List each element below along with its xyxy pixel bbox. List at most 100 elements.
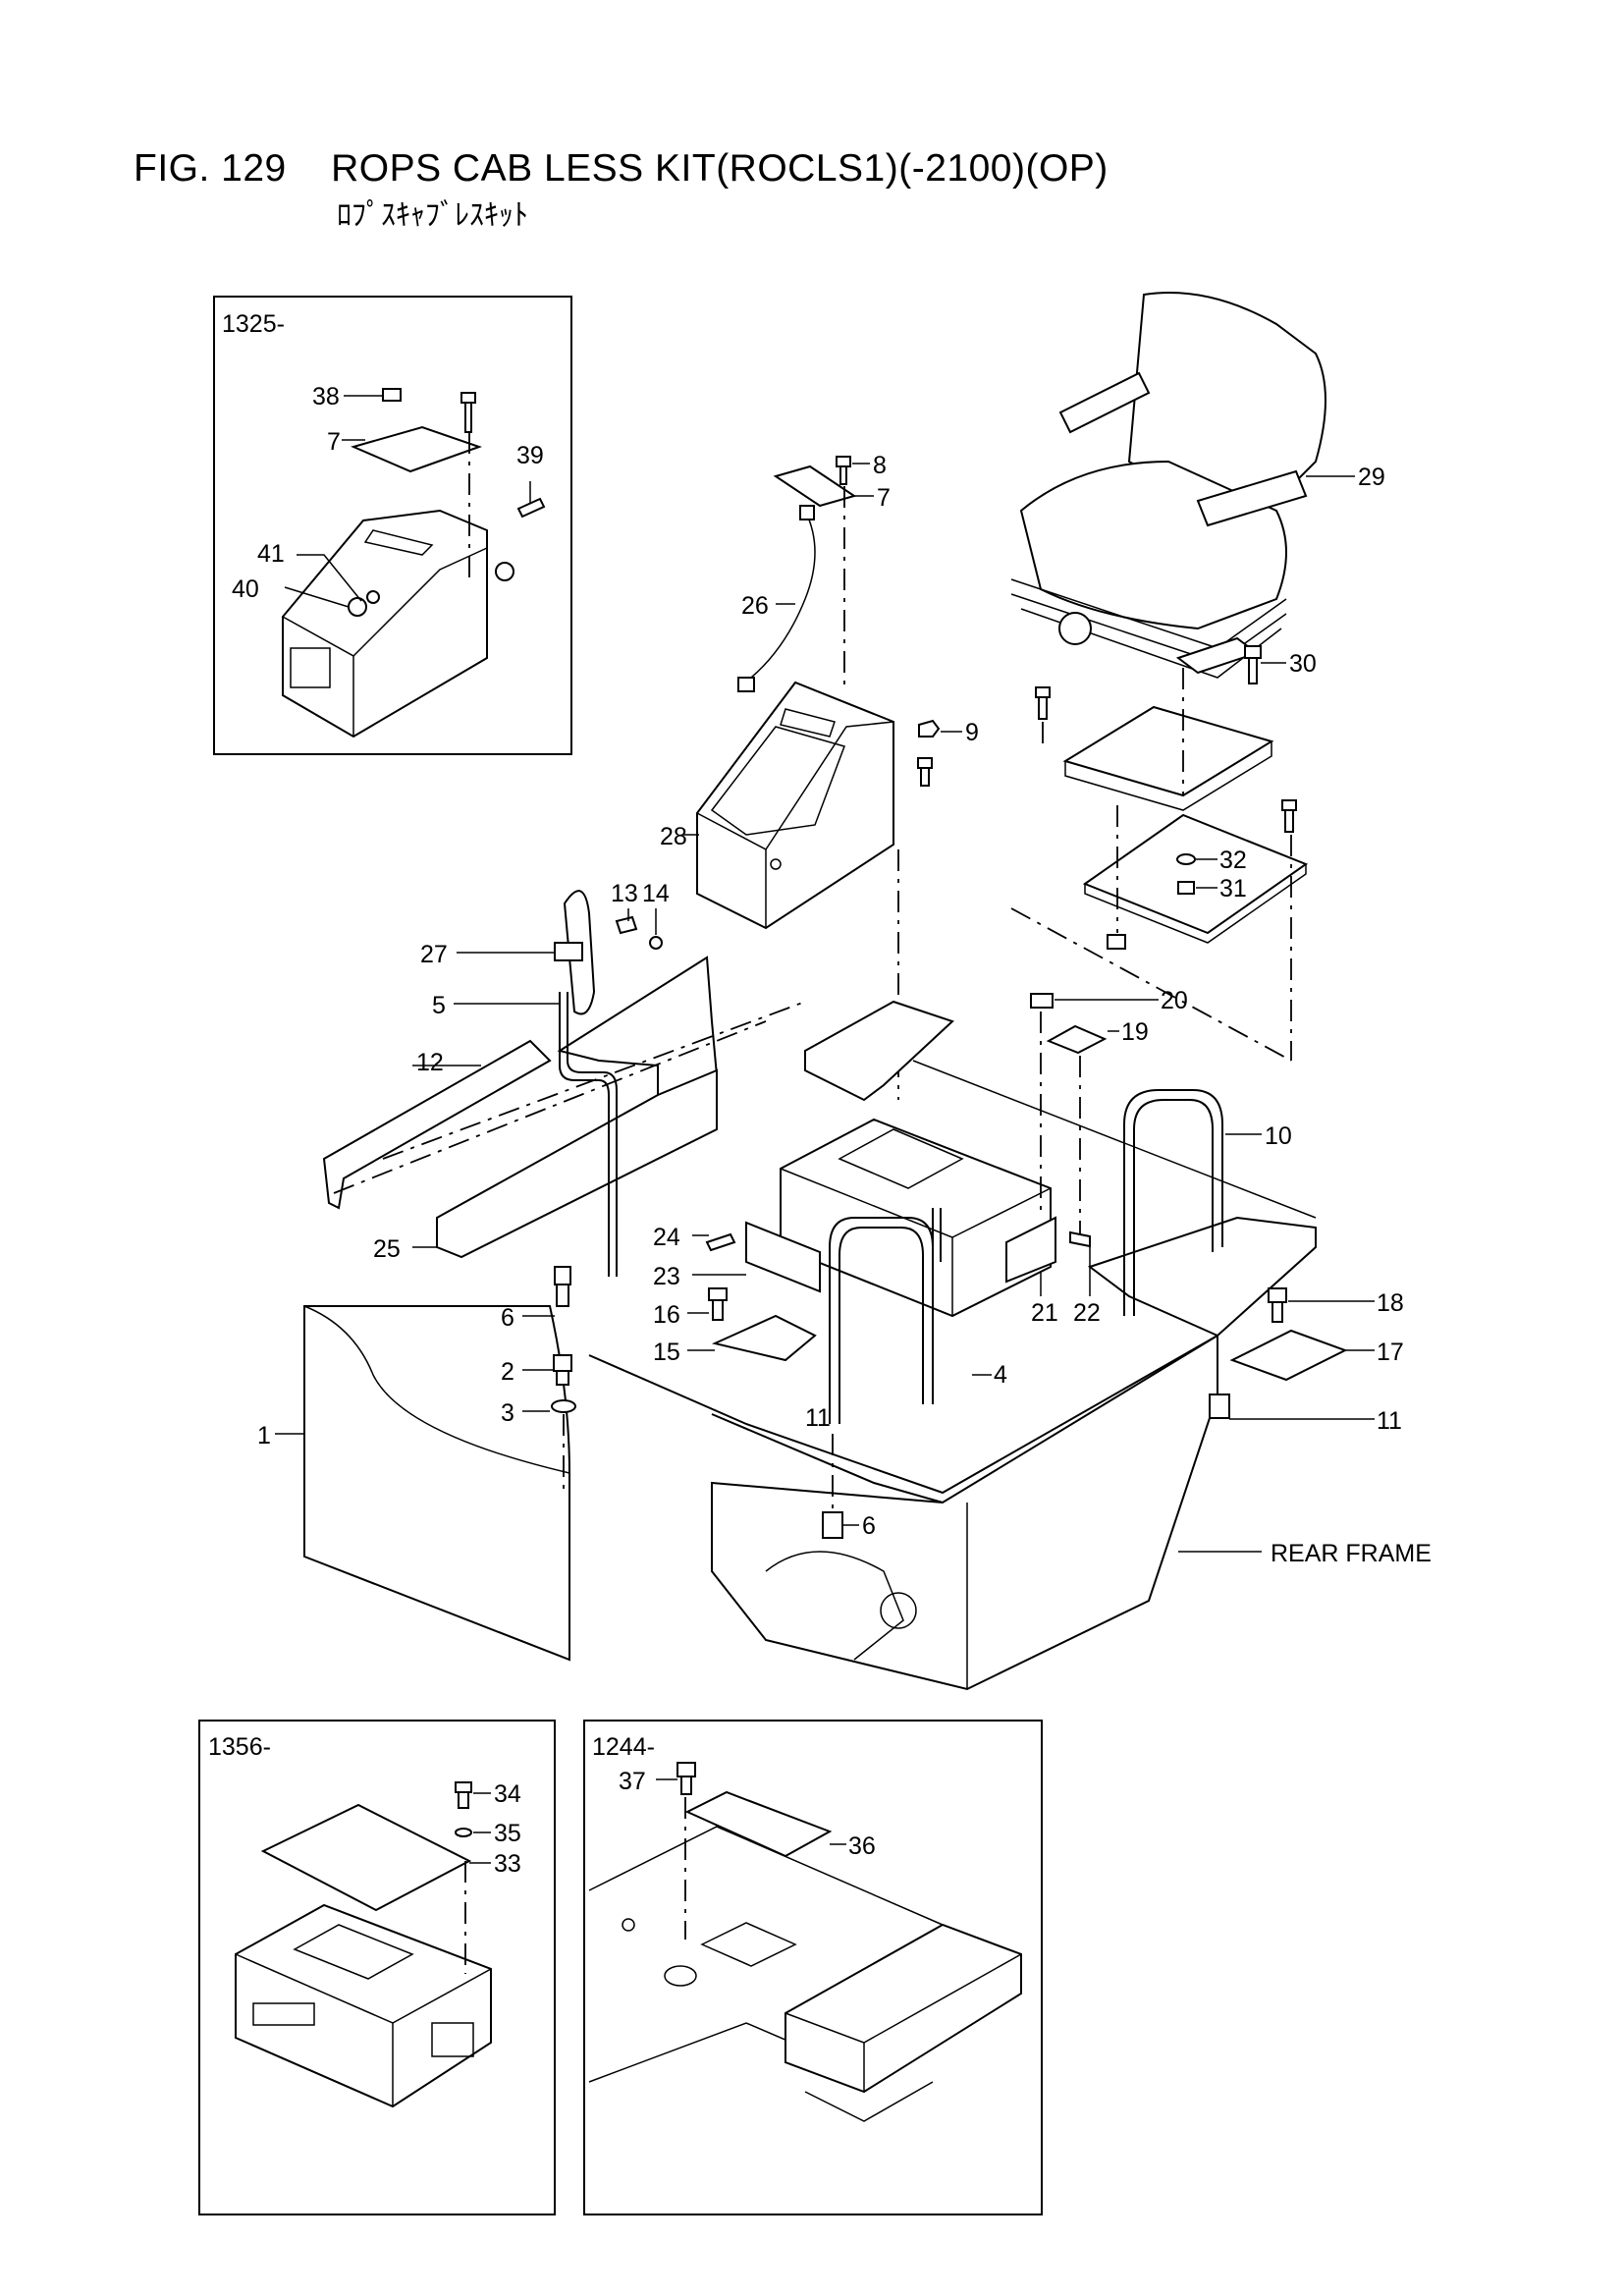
washer-32 [1176, 853, 1196, 865]
callout-1: 1 [257, 1422, 271, 1449]
bolt-16 [708, 1287, 728, 1321]
cover-12 [322, 1039, 552, 1210]
inset-1356-frame [198, 1720, 556, 2215]
callout-32: 32 [1219, 847, 1247, 874]
bracket-bolt [1035, 686, 1051, 720]
seat-right-armrest [1196, 469, 1308, 527]
inset-bolt-34 [455, 1781, 472, 1809]
callout-30: 30 [1289, 650, 1317, 678]
callout-38: 38 [312, 383, 340, 410]
inset-washer-35 [455, 1828, 472, 1837]
rops-bar-4 [829, 1217, 934, 1424]
callout-40: 40 [232, 575, 259, 603]
callout-33: 33 [494, 1850, 521, 1878]
lower-nut [1107, 934, 1126, 950]
callout-23: 23 [653, 1263, 680, 1290]
seat-knob [1058, 612, 1092, 645]
figure-title: FIG. 129 ROPS CAB LESS KIT(ROCLS1)(-2100… [134, 147, 1109, 190]
cap-20 [1030, 993, 1054, 1009]
callout-6-left: 6 [501, 1304, 514, 1332]
main-frame: REAR FRAME [333, 1000, 1432, 1691]
seat-assembly: 29 30 32 31 [1010, 292, 1385, 1062]
bolt-11-right [1209, 1394, 1230, 1419]
seat-base-plate [1082, 813, 1309, 935]
seal-19 [1046, 1024, 1108, 1055]
callout-9: 9 [965, 719, 979, 746]
inset-1325-label: 1325- [222, 310, 285, 338]
figure-header: FIG. 129 ROPS CAB LESS KIT(ROCLS1)(-2100… [134, 147, 1109, 234]
rod-5 [559, 992, 610, 1277]
front-cover-1 [303, 1305, 570, 1662]
rear-frame-label: REAR FRAME [1271, 1540, 1432, 1567]
callout-14: 14 [642, 880, 670, 907]
frame-rear-plate [1087, 1216, 1317, 1338]
inset-1244-beam [784, 1923, 1022, 2094]
inset-1325-frame [213, 296, 572, 755]
callout-36: 36 [848, 1832, 876, 1860]
callout-34: 34 [494, 1780, 521, 1808]
rops-bar-10 [1123, 1089, 1223, 1316]
inset-1356-base [235, 1903, 492, 2108]
callout-5: 5 [432, 992, 446, 1019]
bolt-18 [1268, 1287, 1287, 1323]
callout-26: 26 [741, 592, 769, 620]
callout-7-inset: 7 [327, 428, 341, 456]
callout-29: 29 [1358, 464, 1385, 491]
cover-23 [745, 1221, 821, 1293]
nut-9 [918, 719, 941, 738]
rops-parts: 4 10 20 19 24 23 21 22 16 15 [653, 987, 1404, 1540]
bolt-30 [1244, 645, 1262, 684]
washer-3 [551, 1399, 576, 1413]
bolt-24 [705, 1232, 736, 1252]
callout-12: 12 [416, 1049, 444, 1076]
callout-8: 8 [873, 452, 887, 479]
bolt-2 [553, 1354, 572, 1386]
inset-part-38 [382, 388, 402, 402]
callout-21: 21 [1031, 1299, 1058, 1327]
figure-subtitle-japanese: ﾛﾌﾟｽｷｬﾌﾞﾚｽｷｯﾄ [337, 198, 528, 233]
callout-41: 41 [257, 540, 285, 568]
callout-18: 18 [1377, 1289, 1404, 1317]
inset-1244: 1244- 37 36 [583, 1720, 1043, 2215]
callout-13: 13 [611, 880, 638, 907]
inset-plate [351, 425, 483, 473]
callout-4: 4 [994, 1361, 1007, 1389]
inset-bolt-37 [676, 1762, 696, 1795]
callout-28: 28 [660, 823, 687, 850]
callout-3: 3 [501, 1399, 514, 1427]
callout-2: 2 [501, 1358, 514, 1386]
callout-11-right: 11 [1377, 1407, 1402, 1435]
inset-1244-label: 1244- [592, 1733, 655, 1761]
bolt-13 [615, 915, 638, 935]
seat-bracket [1062, 705, 1274, 797]
callout-25: 25 [373, 1235, 401, 1263]
inset-1325: 1325- 38 7 39 41 40 [213, 296, 572, 755]
callout-11-left: 11 [805, 1404, 831, 1432]
console-assembly: 28 7 8 26 9 [660, 452, 979, 1100]
callout-15: 15 [653, 1339, 680, 1366]
nut-31 [1177, 881, 1195, 895]
seat-left-armrest [1058, 371, 1151, 434]
washer-14 [649, 936, 663, 950]
callout-22: 22 [1073, 1299, 1101, 1327]
bolt-6-left [554, 1266, 571, 1307]
bolt-22 [1069, 1230, 1091, 1248]
left-panel-assembly: 27 13 14 12 25 5 [322, 880, 719, 1277]
plate-bolt [1281, 799, 1297, 833]
callout-27: 27 [420, 941, 448, 968]
cover-21 [1005, 1216, 1056, 1284]
callout-6-lower: 6 [862, 1512, 876, 1540]
screw-8 [836, 456, 851, 485]
front-cover-assembly: 1 6 2 3 [257, 1266, 576, 1662]
inset-1356-plate [260, 1803, 472, 1912]
cover-15 [711, 1314, 817, 1362]
rear-frame [711, 1334, 1218, 1691]
callout-20: 20 [1161, 987, 1188, 1014]
callout-7-main: 7 [877, 484, 891, 512]
callout-31: 31 [1219, 875, 1247, 902]
callout-39: 39 [516, 442, 544, 469]
inset-bolt-39 [516, 497, 546, 519]
callout-24: 24 [653, 1224, 680, 1251]
inset-part-41 [366, 590, 380, 604]
